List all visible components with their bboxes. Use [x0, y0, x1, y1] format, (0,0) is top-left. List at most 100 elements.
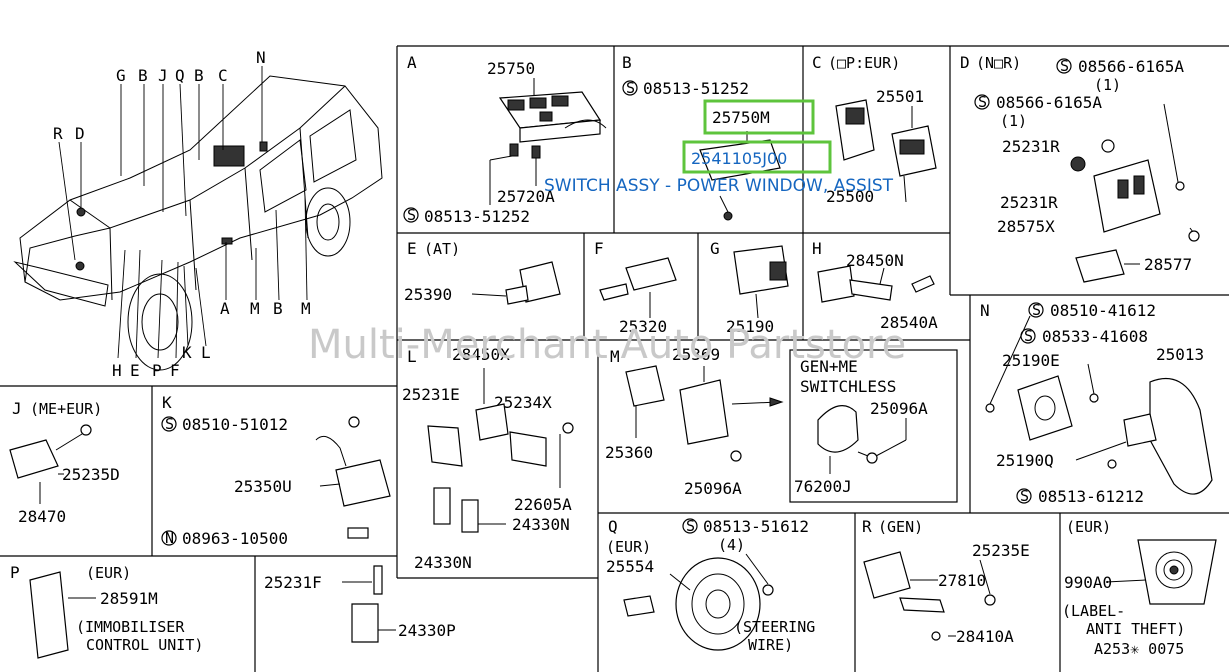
callout-b2: B [194, 66, 204, 85]
part-label: 25390 [404, 285, 452, 304]
part-label: 08513-61212 [1038, 487, 1144, 506]
section-d: D (N□R) S 08566-6165A (1) S 08566-6165A … [960, 53, 1200, 283]
section-letter: L [407, 347, 417, 366]
section-letter: N [980, 301, 990, 320]
vehicle-callouts [58, 66, 308, 359]
section-letter: P [10, 563, 20, 582]
section-letter: G [710, 239, 720, 258]
part-label: 25350U [234, 477, 292, 496]
part-label: 28450N [846, 251, 904, 270]
part-label: 25231F [264, 573, 322, 592]
svg-text:S: S [165, 415, 174, 433]
part-label: 28470 [18, 507, 66, 526]
part-label: 25554 [606, 557, 654, 576]
section-qualifier: (N□R) [976, 54, 1021, 72]
part-label: 28540A [880, 313, 938, 332]
svg-text:S: S [407, 206, 416, 224]
section-r: R (GEN) 25235E 27810 28410A [862, 517, 1030, 646]
callout-m2: M [301, 299, 311, 318]
svg-text:S: S [1060, 57, 1069, 75]
part-label: 08533-41608 [1042, 327, 1148, 346]
section-qualifier: (EUR) [606, 538, 651, 556]
svg-text:S: S [978, 93, 987, 111]
part-label: 28450X [452, 345, 510, 364]
part-label: 28410A [956, 627, 1014, 646]
callout-b3: B [273, 299, 283, 318]
callout-a: A [220, 299, 230, 318]
section-letter: C [812, 53, 822, 72]
callout-g: G [116, 66, 126, 85]
part-note: (IMMOBILISER [76, 618, 185, 636]
part-label: 08566-6165A [996, 93, 1102, 112]
part-label: 25231E [402, 385, 460, 404]
part-label: (1) [1000, 112, 1027, 130]
section-qualifier: (EUR) [1066, 518, 1111, 536]
svg-text:S: S [1032, 301, 1041, 319]
part-label: 25190 [726, 317, 774, 336]
callout-b: B [138, 66, 148, 85]
part-label: 28575X [997, 217, 1055, 236]
part-label: 76200J [794, 477, 852, 496]
part-label: 25096A [870, 399, 928, 418]
highlighted-part-number: 25750M [712, 108, 770, 127]
section-f: F 25320 [594, 239, 677, 336]
section-eur-label: (EUR) 990A0 (LABEL- ANTI THEFT) A253✳ 00… [1062, 518, 1217, 658]
section-b: B S 08513-51252 [622, 53, 781, 221]
section-letter: M [610, 347, 620, 366]
svg-text:S: S [1024, 327, 1033, 345]
svg-text:S: S [626, 79, 635, 97]
part-label: 24330N [512, 515, 570, 534]
part-note: (STEERING [734, 618, 815, 636]
section-n: N S 08510-41612 S 08533-41608 25190E 250… [980, 301, 1213, 506]
part-label: 25320 [619, 317, 667, 336]
part-label: 25013 [1156, 345, 1204, 364]
part-label: 25750 [487, 59, 535, 78]
part-label: 08963-10500 [182, 529, 288, 548]
callout-f: F [170, 361, 180, 380]
part-label: 990A0 [1064, 573, 1112, 592]
part-label: 25190Q [996, 451, 1054, 470]
part-label: 25096A [684, 479, 742, 498]
part-label: 25501 [876, 87, 924, 106]
part-note: ANTI THEFT) [1086, 620, 1185, 638]
vehicle-callout-labels: G B J Q B C N R D H E P F K L A M B M [53, 48, 311, 380]
part-label: 25231R [1002, 137, 1060, 156]
section-p: P (EUR) 28591M (IMMOBILISER CONTROL UNIT… [10, 563, 456, 659]
highlighted-oem-number: 2541105J00 [691, 149, 787, 168]
part-label: 27810 [938, 571, 986, 590]
part-label: (4) [718, 536, 745, 554]
callout-c: C [218, 66, 228, 85]
svg-text:S: S [1020, 487, 1029, 505]
highlight-box-oem [682, 140, 832, 174]
section-letter: B [622, 53, 632, 72]
vehicle-illustration [13, 75, 383, 371]
callout-h: H [112, 361, 122, 380]
section-qualifier: (AT) [424, 240, 460, 258]
highlight-overlay: 25750M 2541105J00 SWITCH ASSY - POWER WI… [544, 99, 894, 196]
section-g: G 25190 [710, 239, 789, 336]
svg-text:N: N [165, 529, 174, 547]
part-label: 24330N [414, 553, 472, 572]
section-letter: Q [608, 517, 618, 536]
section-e: E (AT) 25390 [404, 239, 561, 305]
part-label: 08510-51012 [182, 415, 288, 434]
section-qualifier: (EUR) [86, 564, 131, 582]
section-k: K S 08510-51012 25350U N 08963-10500 [161, 393, 391, 548]
highlighted-description: SWITCH ASSY - POWER WINDOW, ASSIST [544, 176, 894, 196]
part-label: 08513-51612 [703, 517, 809, 536]
section-borders [0, 45, 1229, 672]
part-label: 25190E [1002, 351, 1060, 370]
callout-r: R [53, 124, 63, 143]
section-qualifier: (GEN) [878, 518, 923, 536]
svg-text:S: S [686, 517, 695, 535]
section-letter: E [407, 239, 417, 258]
section-letter: H [812, 239, 822, 258]
section-h: H 28450N 28540A [812, 239, 938, 332]
section-c: C (□P:EUR) 25501 25500 [812, 53, 937, 206]
section-letter: J [12, 399, 22, 418]
callout-q: Q [175, 66, 185, 85]
part-label: 25720A [497, 187, 555, 206]
part-label: 28591M [100, 589, 158, 608]
callout-j: J [158, 66, 168, 85]
